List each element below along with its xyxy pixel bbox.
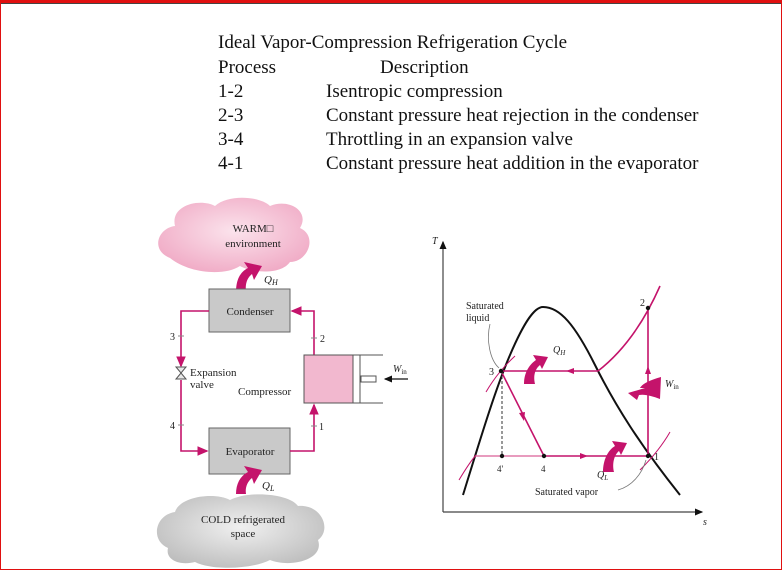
qh-label: QH	[264, 274, 279, 287]
win-label: Win	[393, 364, 407, 376]
state-1-label: 1	[319, 422, 324, 433]
process-description: Constant pressure heat addition in the e…	[326, 153, 699, 174]
warm-environment-cloud: WARM□ environment	[158, 197, 310, 273]
state-3-label: 3	[170, 332, 175, 343]
expansion-label: Expansion	[190, 367, 237, 379]
s-axis-label: s	[703, 517, 707, 528]
state-4-label: 4	[170, 421, 175, 432]
cold-space-cloud: COLD refrigerated space	[156, 494, 325, 568]
ql-label: QL	[262, 480, 275, 493]
state-ticks	[178, 335, 317, 427]
evaporator-label: Evaporator	[226, 446, 275, 458]
cycle-direction-arrows	[519, 366, 651, 459]
saturation-dome	[462, 305, 681, 496]
saturated-liquid-leader	[488, 323, 500, 369]
expansion-valve-icon	[174, 366, 188, 380]
t-axis-label: T	[432, 236, 439, 247]
process-id: 3-4	[218, 129, 244, 150]
cycle-paths	[458, 285, 671, 481]
saturated-liquid-label: Saturated	[466, 301, 504, 312]
process-id: 2-3	[218, 105, 244, 126]
process-description: Isentropic compression	[326, 81, 503, 102]
refrigerant-piping	[176, 306, 319, 456]
ts-win-label: Win	[665, 379, 679, 391]
space-label: space	[231, 528, 256, 540]
state-points	[498, 305, 651, 459]
column-header-process: Process	[218, 57, 277, 78]
point-4-label: 4	[541, 464, 546, 474]
ql-heat-arrow-icon	[603, 441, 627, 472]
process-description: Constant pressure heat rejection in the …	[326, 105, 699, 126]
qh-heat-arrow-icon	[524, 355, 548, 384]
condenser-label: Condenser	[226, 306, 273, 318]
cold-label: COLD refrigerated	[201, 514, 285, 526]
page-title: Ideal Vapor-Compression Refrigeration Cy…	[218, 32, 568, 53]
column-header-description: Description	[380, 57, 469, 78]
point-4prime-label: 4'	[497, 464, 504, 474]
state-2-label: 2	[320, 334, 325, 345]
qh-heat-arrow-icon	[236, 262, 262, 292]
saturated-liquid-label-2: liquid	[466, 313, 489, 324]
ts-qh-label: QH	[553, 345, 566, 357]
point-3-label: 3	[489, 367, 494, 378]
process-id: 1-2	[218, 81, 244, 102]
saturated-vapor-leader	[617, 459, 647, 491]
saturated-vapor-label: Saturated vapor	[535, 487, 599, 498]
process-description: Throttling in an expansion valve	[326, 129, 573, 150]
ts-axes	[439, 240, 704, 516]
warm-label: WARM□	[233, 223, 274, 235]
compressor-label: Compressor	[238, 386, 292, 398]
ts-ql-label: QL	[597, 470, 608, 482]
win-work-arrow-icon	[628, 377, 661, 400]
ql-heat-arrow-icon	[236, 466, 262, 494]
process-id: 4-1	[218, 153, 244, 174]
compressor-icon	[303, 354, 383, 404]
point-2-label: 2	[640, 298, 645, 309]
point-1-label: 1	[654, 452, 659, 463]
evaporator-box	[208, 427, 291, 475]
environment-label: environment	[225, 238, 281, 250]
valve-label: valve	[190, 379, 214, 391]
